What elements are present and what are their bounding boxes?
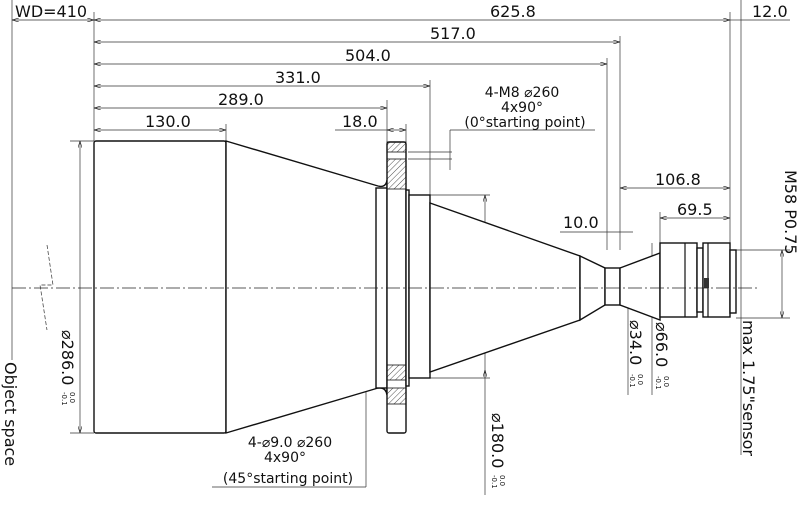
svg-text:0.0: 0.0 xyxy=(636,374,644,385)
svg-text:max 1.75"sensor: max 1.75"sensor xyxy=(739,320,758,456)
svg-text:-0.1: -0.1 xyxy=(60,392,68,406)
svg-text:(0°starting point): (0°starting point) xyxy=(464,115,585,131)
extension-lines xyxy=(11,0,790,455)
dim-625: 625.8 xyxy=(490,2,536,21)
dim-12: 12.0 xyxy=(752,2,788,21)
camera-module-front xyxy=(659,242,698,318)
dim-10: 10.0 xyxy=(563,213,599,232)
svg-text:M58 P0.75: M58 P0.75 xyxy=(781,170,800,255)
diameter-180: ⌀180.0 0.0 -0.1 xyxy=(488,413,507,489)
dim-69: 69.5 xyxy=(677,200,713,219)
diameter-286: ⌀286.0 0.0 -0.1 xyxy=(58,330,77,406)
dim-504: 504.0 xyxy=(345,46,391,65)
svg-text:4-⌀9.0 ⌀260: 4-⌀9.0 ⌀260 xyxy=(248,435,332,451)
lens-body xyxy=(93,140,737,434)
svg-text:(45°starting point): (45°starting point) xyxy=(223,471,353,487)
svg-text:Object space: Object space xyxy=(1,362,20,466)
svg-text:4x90°: 4x90° xyxy=(264,450,306,466)
dimension-labels: WD=410 625.8 12.0 517.0 504.0 331.0 289.… xyxy=(15,2,788,232)
break-symbol xyxy=(39,244,54,331)
svg-text:-0.1: -0.1 xyxy=(628,374,636,388)
object-space-label: Object space xyxy=(1,362,20,466)
rear-cone xyxy=(429,202,581,373)
flange-holes-note: 4-⌀9.0 ⌀260 4x90° (45°starting point) xyxy=(223,435,353,487)
diameter-66: ⌀66.0 0.0 -0.1 xyxy=(652,322,671,390)
dimension-lines xyxy=(12,20,790,495)
dim-130: 130.0 xyxy=(145,112,191,131)
svg-text:⌀34.0: ⌀34.0 xyxy=(626,320,645,365)
svg-text:-0.1: -0.1 xyxy=(654,376,662,390)
dim-106: 106.8 xyxy=(655,170,701,189)
svg-text:⌀66.0: ⌀66.0 xyxy=(652,322,671,367)
svg-text:4x90°: 4x90° xyxy=(501,100,543,116)
svg-text:0.0: 0.0 xyxy=(662,376,670,387)
svg-text:-0.1: -0.1 xyxy=(490,475,498,489)
front-barrel xyxy=(93,140,227,434)
wd-label: WD=410 xyxy=(15,2,87,21)
diameter-34: ⌀34.0 0.0 -0.1 xyxy=(626,320,645,388)
svg-text:⌀286.0: ⌀286.0 xyxy=(58,330,77,385)
svg-text:4-M8 ⌀260: 4-M8 ⌀260 xyxy=(485,85,560,101)
front-holes-note: 4-M8 ⌀260 4x90° (0°starting point) xyxy=(464,85,585,131)
rear-cylinder xyxy=(408,194,431,379)
dim-289: 289.0 xyxy=(218,90,264,109)
dim-18: 18.0 xyxy=(342,112,378,131)
svg-text:⌀180.0: ⌀180.0 xyxy=(488,413,507,468)
waist-ring xyxy=(604,267,621,306)
dim-331: 331.0 xyxy=(275,68,321,87)
front-cone xyxy=(225,140,388,434)
mount-thread-label: M58 P0.75 xyxy=(781,170,800,255)
dim-517: 517.0 xyxy=(430,24,476,43)
svg-text:0.0: 0.0 xyxy=(498,475,506,486)
svg-text:0.0: 0.0 xyxy=(68,392,76,403)
sensor-label: max 1.75"sensor xyxy=(739,320,758,456)
